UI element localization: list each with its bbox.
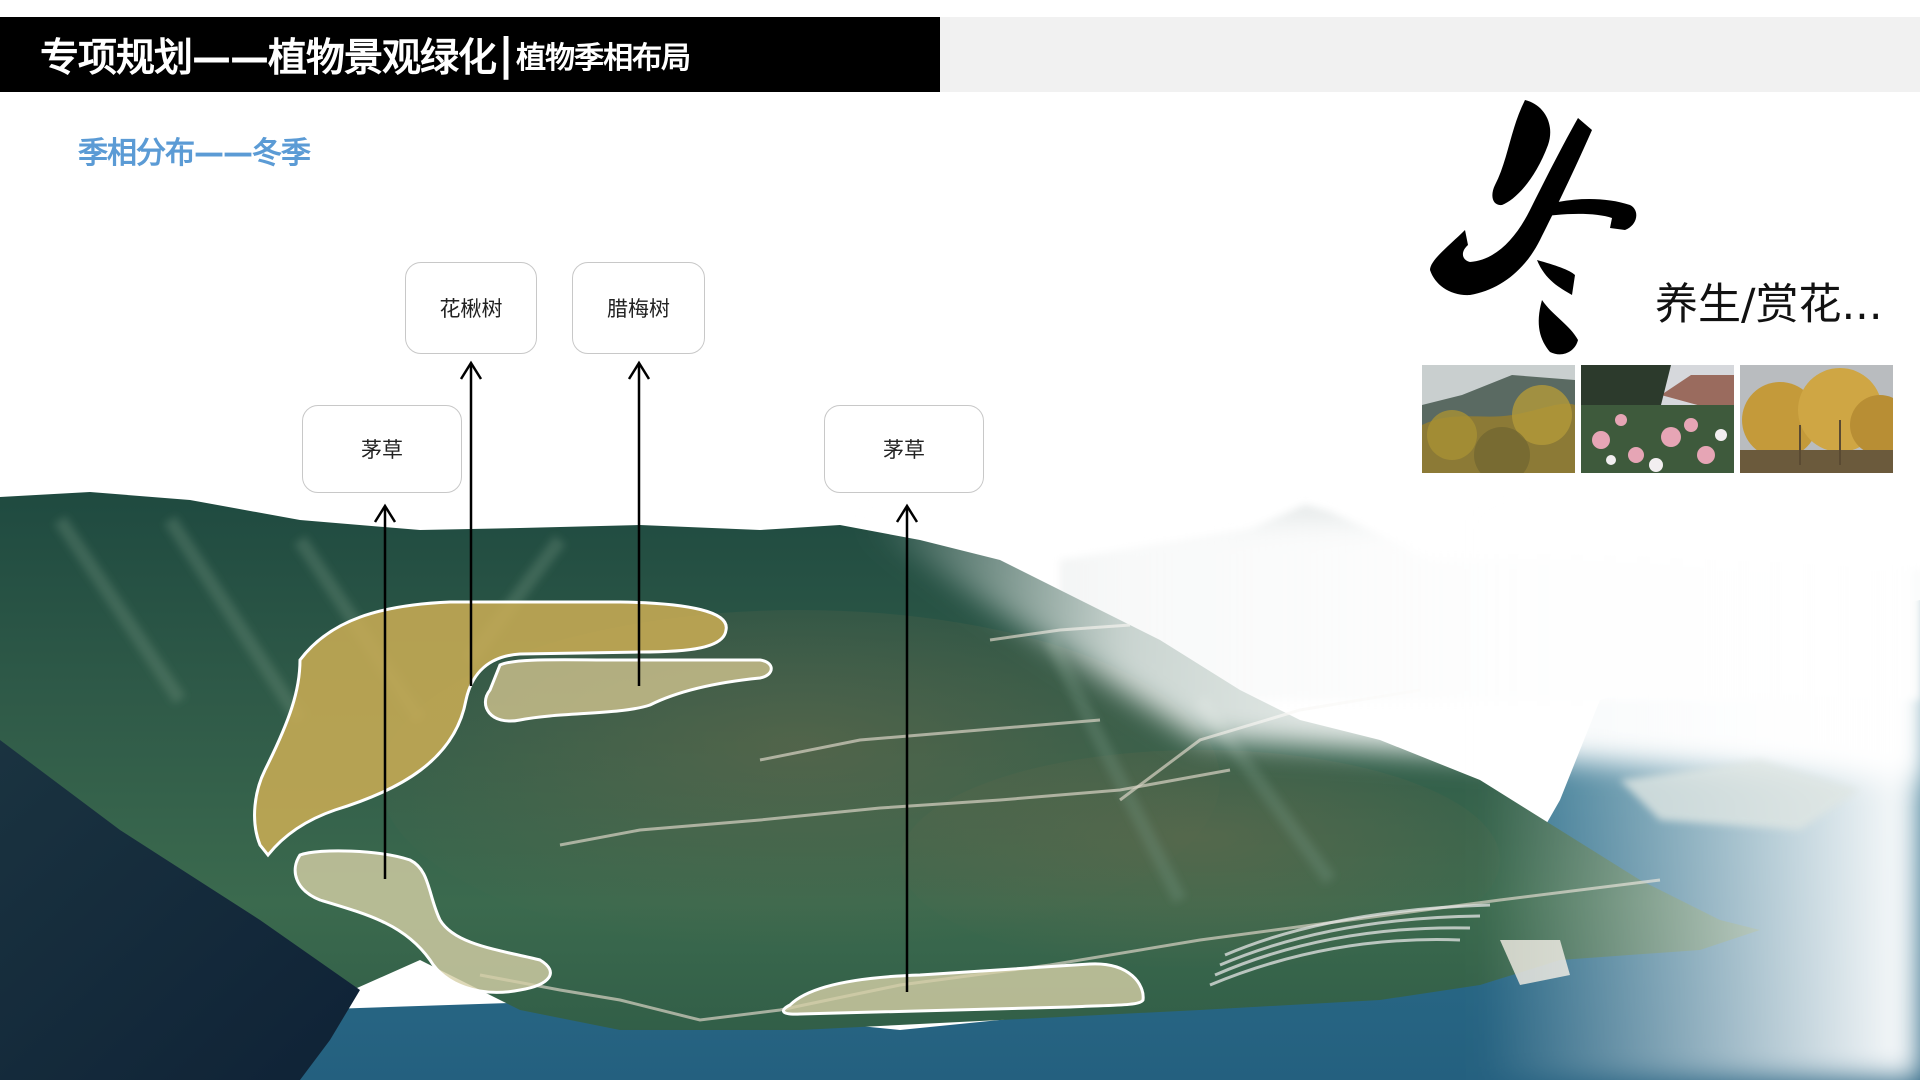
- zone-maocao-right: [781, 962, 1145, 1016]
- label-maocao-left-text: 茅草: [361, 438, 403, 462]
- label-lamei: 腊梅树: [572, 262, 705, 354]
- label-hualiu-text: 花楸树: [439, 297, 503, 321]
- zone-lamei: [483, 658, 773, 723]
- winter-calligraphy-icon: [1430, 100, 1637, 355]
- zone-maocao-left: [293, 849, 552, 994]
- page-title: 专项规划——植物景观绿化 | 植物季相布局: [40, 17, 691, 92]
- page-title-sub: 植物季相布局: [516, 40, 691, 76]
- label-maocao-right: 茅草: [824, 405, 984, 493]
- header-strip: [940, 17, 1920, 92]
- zone-hualiu: [253, 600, 728, 858]
- page-title-main: 专项规划——植物景观绿化: [40, 35, 497, 81]
- winter-caption: 养生/赏花...: [1655, 280, 1883, 330]
- title-separator: |: [498, 29, 515, 80]
- header-bar: [0, 17, 940, 92]
- cliff-shadow: [0, 740, 360, 1080]
- section-subtitle: 季相分布——冬季: [78, 136, 311, 171]
- label-maocao-right-text: 茅草: [883, 438, 925, 462]
- winter-wintersweet-photo: [1740, 365, 1893, 473]
- label-maocao-left: 茅草: [302, 405, 462, 493]
- winter-rhododendron-photo: [1581, 365, 1734, 473]
- label-lamei-text: 腊梅树: [607, 297, 670, 321]
- winter-forest-photo: [1422, 365, 1575, 473]
- label-hualiu: 花楸树: [405, 262, 537, 354]
